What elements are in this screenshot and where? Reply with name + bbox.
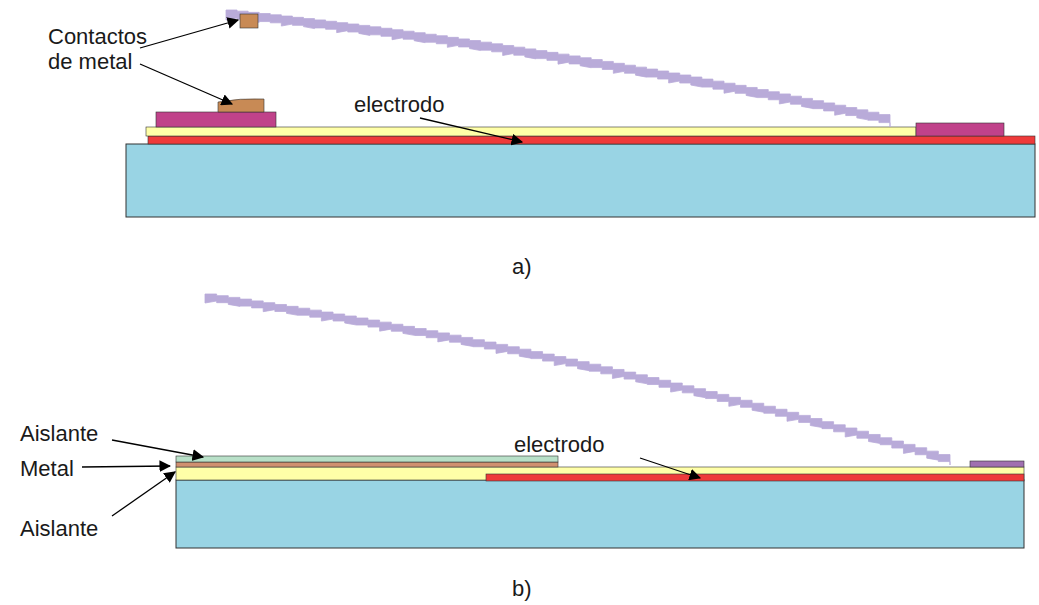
- anchor-pad: [156, 112, 276, 127]
- insulator-label: Aislante: [20, 421, 98, 446]
- contact-pad: [970, 461, 1024, 467]
- leader-line: [82, 466, 170, 467]
- insulator-layer: [176, 467, 1024, 480]
- leader-line: [140, 20, 238, 48]
- figure-letter: a): [512, 254, 532, 279]
- leader-line: [112, 440, 203, 457]
- leader-line: [420, 118, 522, 142]
- metal-layer: [176, 462, 558, 467]
- substrate: [126, 144, 1035, 217]
- cantilever-beam: [205, 294, 950, 465]
- metal-contacts-label: Contactos de metal: [48, 24, 166, 75]
- metal-contact: [240, 14, 258, 28]
- insulator-label: Aislante: [20, 516, 98, 541]
- electrode-label: electrodo: [354, 92, 445, 117]
- substrate: [176, 480, 1024, 548]
- electrode-layer: [486, 474, 1024, 481]
- device-b: [82, 294, 1024, 548]
- device-a: [126, 10, 1035, 217]
- electrode-layer: [148, 136, 1035, 144]
- insulator-layer: [176, 456, 558, 462]
- leader-line: [640, 458, 700, 478]
- electrode-label: electrodo: [514, 432, 605, 457]
- contact-pad: [916, 123, 1004, 136]
- cantilever-beam: [226, 10, 890, 127]
- insulator-layer: [146, 127, 916, 136]
- figure-letter: b): [512, 576, 532, 601]
- leader-line: [112, 472, 175, 516]
- leader-line: [140, 64, 232, 104]
- metal-label: Metal: [20, 456, 74, 481]
